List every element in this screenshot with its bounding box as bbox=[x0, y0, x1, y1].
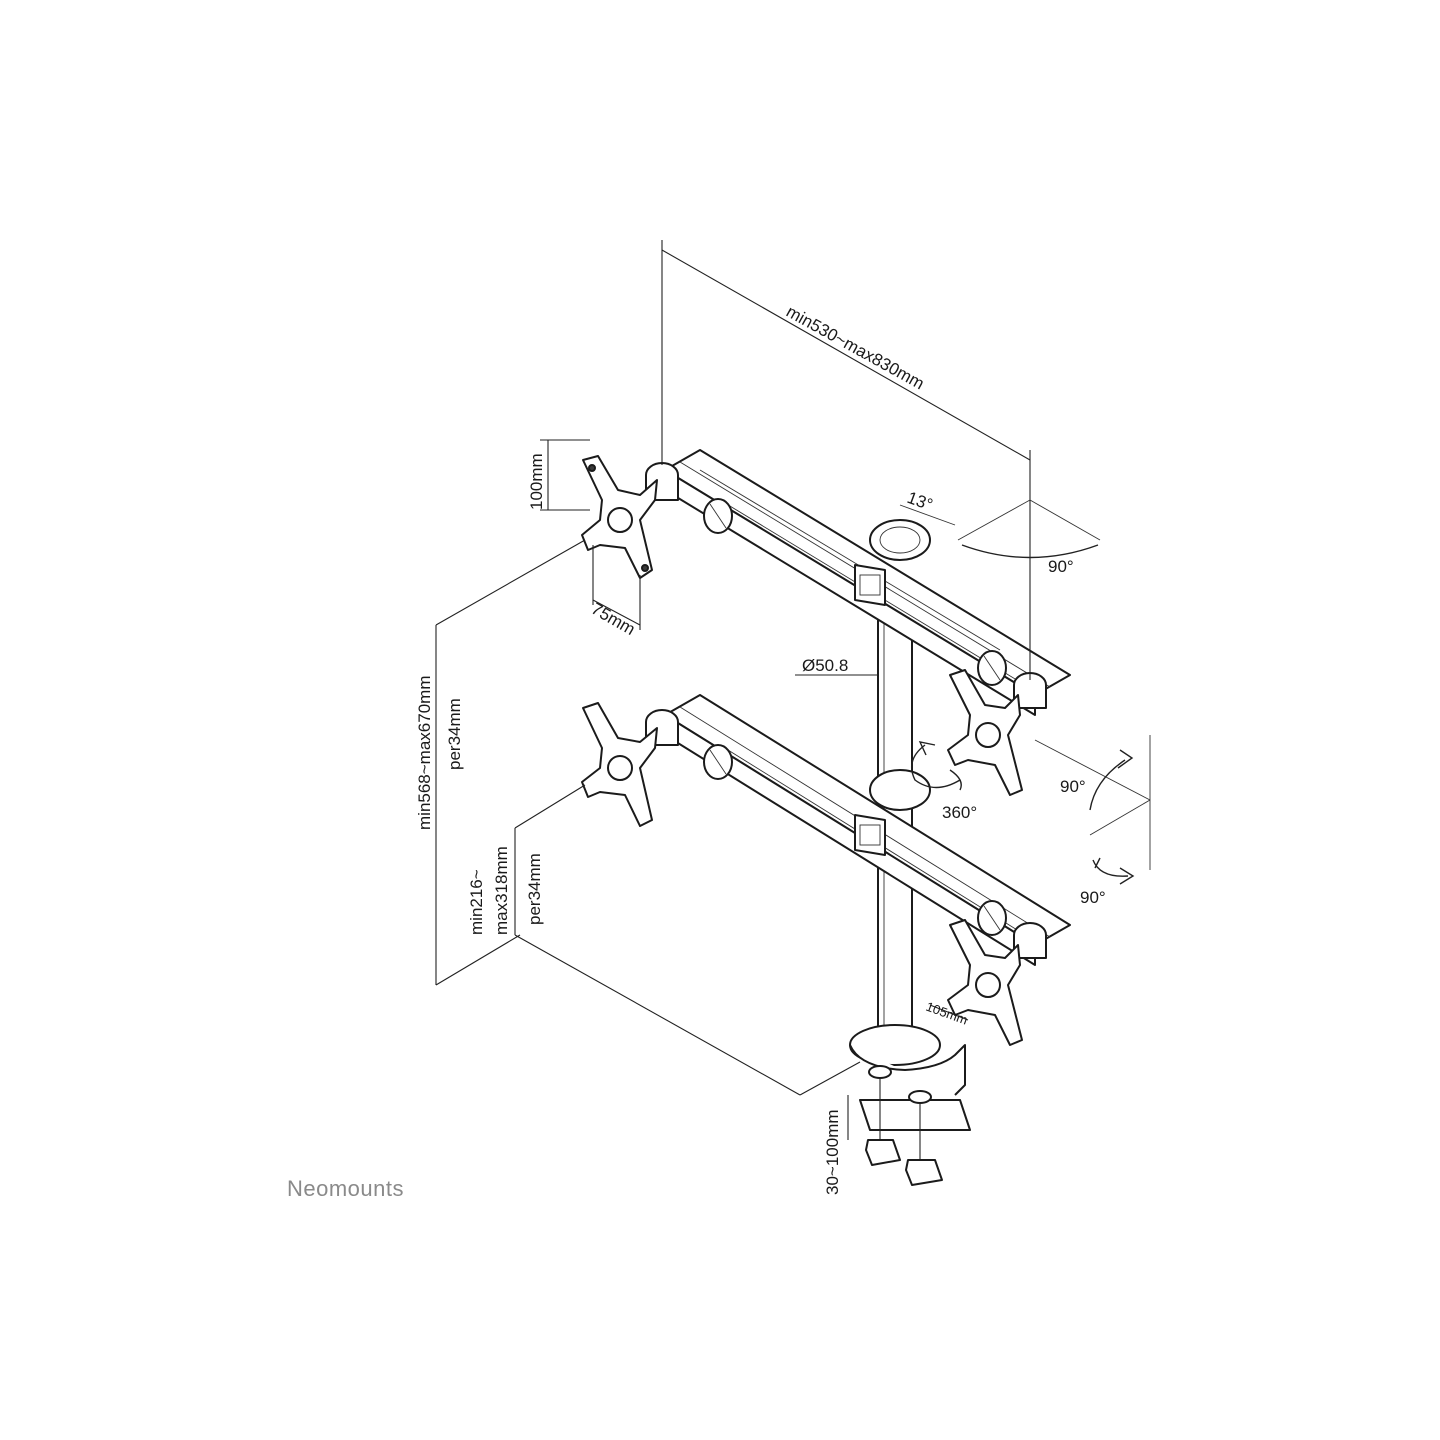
label-lower-step: per34mm bbox=[525, 853, 544, 925]
label-tilt: 90° bbox=[1060, 777, 1086, 796]
vesa-plate-bottom-right bbox=[947, 919, 1023, 1046]
label-desk-thickness: 30~100mm bbox=[823, 1109, 842, 1195]
upper-arm bbox=[645, 449, 1071, 716]
lower-arm bbox=[645, 694, 1071, 966]
rotation-arrow-icon bbox=[911, 741, 962, 791]
desk-clamp bbox=[849, 1024, 971, 1186]
vesa-plate-bottom-left bbox=[581, 702, 658, 827]
tilt-arrow-icon bbox=[1089, 749, 1134, 811]
label-lower-height-max: max318mm bbox=[492, 846, 511, 935]
brand-logo: Neomounts bbox=[287, 1176, 404, 1201]
knob-icon bbox=[977, 900, 1007, 936]
label-upper-step: per34mm bbox=[445, 698, 464, 770]
label-arm-span: min530~max830mm bbox=[783, 302, 927, 394]
label-arm-swing: 13° bbox=[905, 488, 936, 515]
vesa-plate-top-right bbox=[947, 669, 1023, 796]
dimension-lines bbox=[435, 240, 1151, 1140]
label-head-rotation: 360° bbox=[942, 803, 977, 822]
label-pole-diameter: Ø50.8 bbox=[802, 656, 848, 675]
knob-icon bbox=[703, 744, 733, 780]
knob-icon bbox=[703, 498, 733, 534]
label-vesa-width: 75mm bbox=[588, 599, 638, 639]
label-vesa-height: 100mm bbox=[527, 453, 546, 510]
swivel-arrow-icon bbox=[1092, 857, 1135, 885]
knob-icon bbox=[977, 650, 1007, 686]
label-arm-rotation: 90° bbox=[1048, 557, 1074, 576]
vesa-plate-top-left bbox=[581, 455, 658, 579]
label-swivel: 90° bbox=[1080, 888, 1106, 907]
label-upper-height: min568~max670mm bbox=[415, 676, 434, 831]
label-lower-height-min: min216~ bbox=[467, 869, 486, 935]
